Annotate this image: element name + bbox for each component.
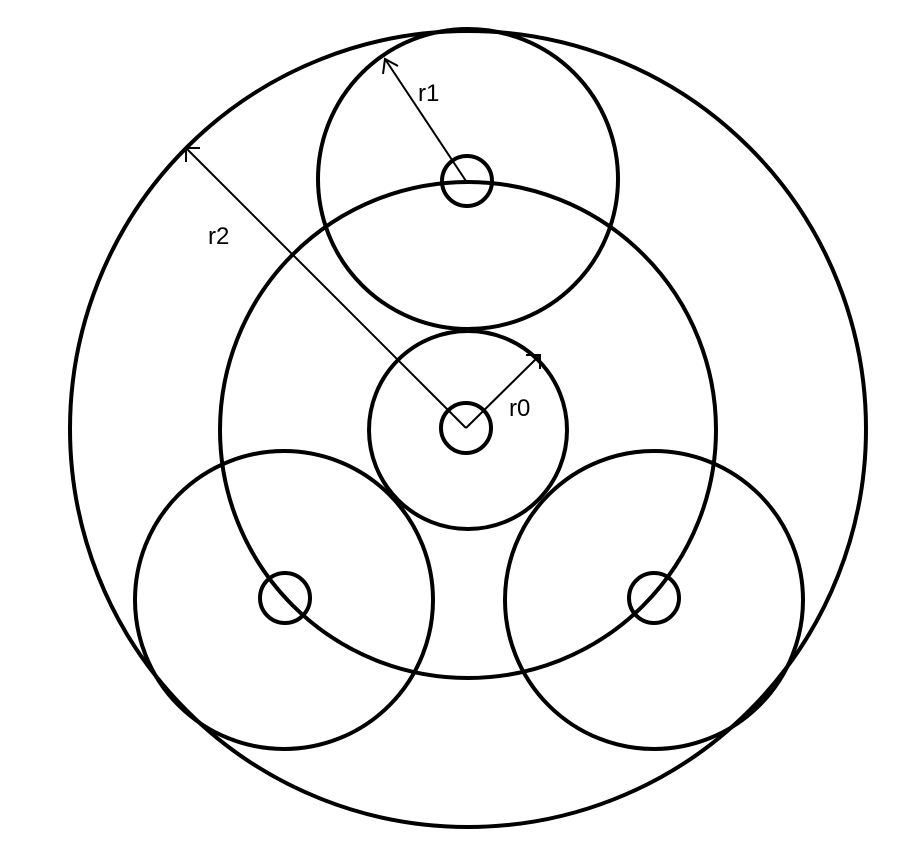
- r2-arrow: [185, 147, 467, 429]
- r0-arrow: [465, 354, 541, 429]
- r1-label: r1: [418, 80, 439, 107]
- planet-gear-bottom-left: [133, 449, 435, 751]
- planet-axle-bottom-left: [258, 571, 312, 625]
- planet-axle-top: [440, 154, 494, 208]
- planet-axle-bottom-right: [627, 571, 681, 625]
- carrier-path-circle: [218, 180, 718, 680]
- planet-gear-top: [316, 27, 620, 331]
- r1-arrow: [382, 57, 467, 182]
- planet-gear-bottom-right: [503, 449, 805, 751]
- r2-label: r2: [208, 223, 229, 250]
- sun-axle-circle: [439, 401, 493, 455]
- r0-label: r0: [509, 395, 530, 422]
